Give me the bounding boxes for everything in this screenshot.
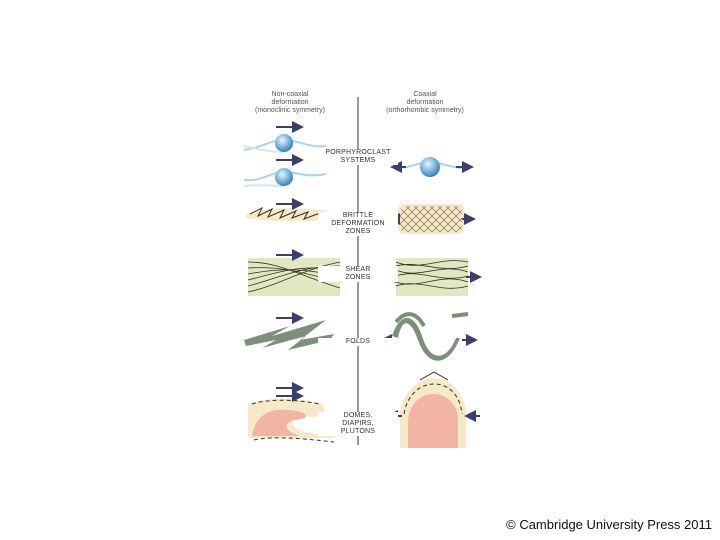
header-right-line-2: deformation	[406, 99, 444, 106]
row-label-line: PORPHYROCLAST	[325, 149, 391, 156]
header-left: Non-coaxial deformation (monoclinic symm…	[225, 91, 355, 115]
row-label-line: PLUTONS	[340, 428, 376, 435]
porphyroclast-right	[390, 157, 474, 177]
row-label-line: FOLDS	[345, 338, 371, 345]
header-left-line-3: (monoclinic symmetry)	[254, 107, 325, 114]
row-label-line: BRITTLE	[342, 212, 374, 219]
header-left-line-2: deformation	[271, 99, 309, 106]
dome-left	[248, 382, 336, 443]
row-label-line: ZONES	[345, 274, 371, 281]
row-label-line: DEFORMATION	[331, 220, 385, 227]
row-label-line: ZONES	[345, 228, 371, 235]
row-label-line: DIAPIRS,	[342, 420, 374, 427]
fold-left	[244, 312, 334, 350]
row-label-brittle: BRITTLE DEFORMATION ZONES	[318, 212, 398, 236]
header-right-line-1: Coaxial	[413, 91, 437, 98]
row-label-domes: DOMES, DIAPIRS, PLUTONS	[318, 412, 398, 436]
shear-zone-right	[384, 258, 482, 296]
header-left-line-1: Non-coaxial	[271, 91, 309, 98]
porphyroclast-left-upper	[243, 121, 327, 153]
header-right-line-3: (orthorhombic symmetry)	[386, 107, 464, 114]
brittle-zone-right	[388, 204, 476, 234]
copyright-notice: © Cambridge University Press 2011	[506, 517, 712, 532]
row-label-shear: SHEAR ZONES	[318, 266, 398, 282]
row-label-line: SHEAR	[345, 266, 371, 273]
row-label-line: SYSTEMS	[340, 157, 376, 164]
dome-right	[386, 371, 480, 448]
row-label-folds: FOLDS	[318, 338, 398, 346]
brittle-zone-left	[246, 198, 326, 222]
row-label-line: DOMES,	[343, 412, 373, 419]
porphyroclast-left-lower	[243, 154, 327, 187]
row-label-porphyroclast: PORPHYROCLAST SYSTEMS	[318, 149, 398, 165]
header-right: Coaxial deformation (orthorhombic symmet…	[360, 91, 490, 115]
